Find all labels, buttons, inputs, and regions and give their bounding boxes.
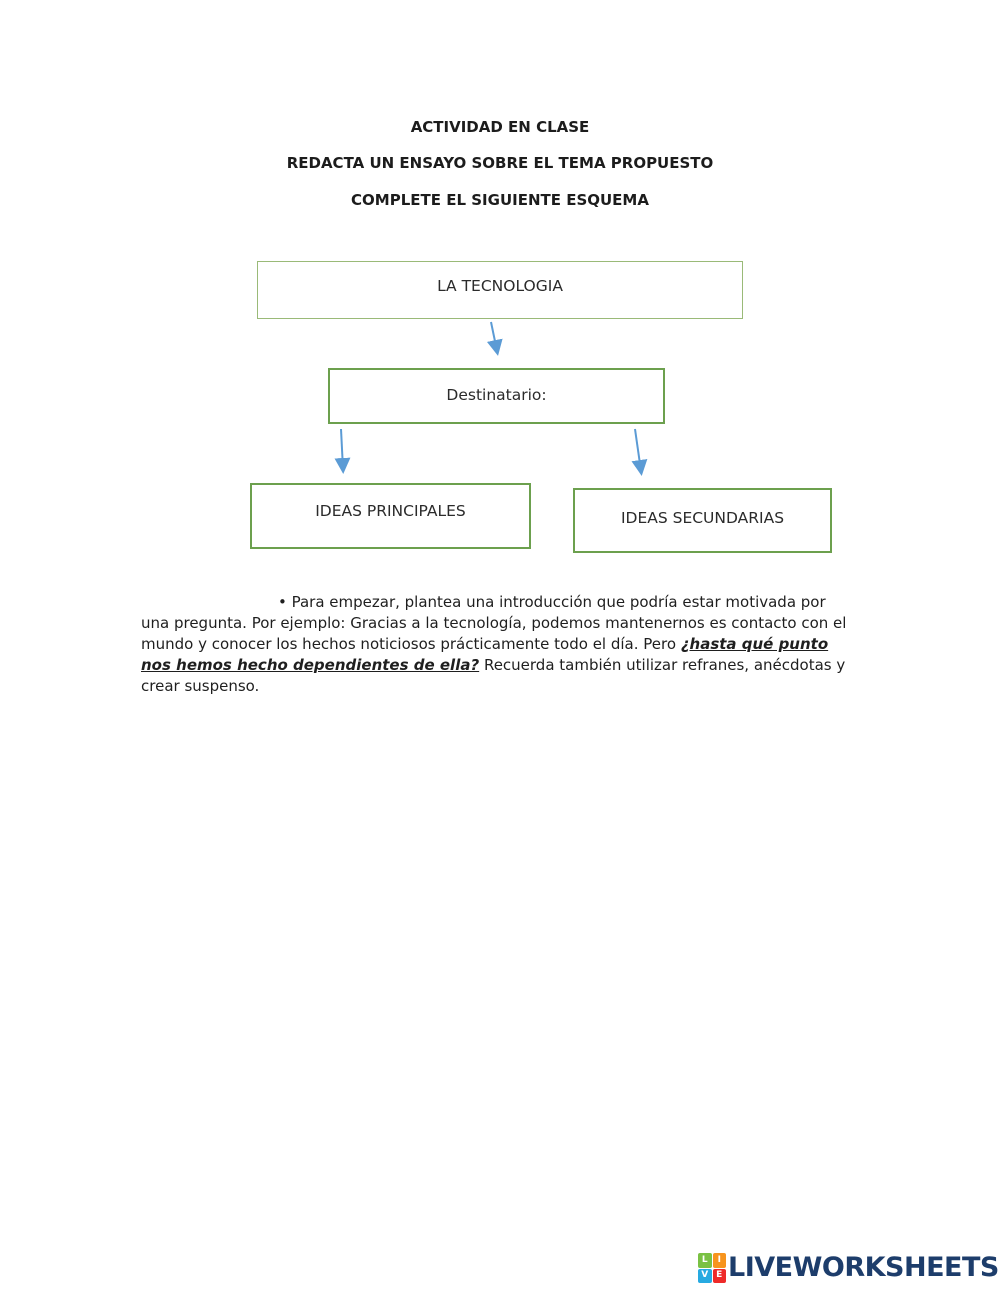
title-instruction: REDACTA UN ENSAYO SOBRE EL TEMA PROPUEST… <box>286 154 714 172</box>
liveworksheets-wordmark: LIVEWORKSHEETS <box>728 1252 999 1283</box>
arrow-destinatario-secundarias <box>631 428 648 476</box>
liveworksheets-logo[interactable]: L I V E LIVEWORKSHEETS <box>698 1253 999 1283</box>
box-ideas-principales-label: IDEAS PRINCIPALES <box>315 502 466 520</box>
box-ideas-secundarias-label: IDEAS SECUNDARIAS <box>620 509 785 527</box>
box-la-tecnologia: LA TECNOLOGIA <box>257 261 743 319</box>
logo-letter-l: L <box>698 1253 712 1268</box>
box-ideas-principales: IDEAS PRINCIPALES <box>250 483 531 549</box>
title-activity: ACTIVIDAD EN CLASE <box>410 118 590 136</box>
logo-letter-i: I <box>712 1253 726 1268</box>
box-ideas-secundarias: IDEAS SECUNDARIAS <box>573 488 832 553</box>
box-destinatario-label: Destinatario: <box>446 386 547 404</box>
liveworksheets-icon: L I V E <box>698 1253 726 1283</box>
intro-text-after: Recuerda también utilizar refranes, anéc… <box>141 656 846 695</box>
intro-text-emphasis: ¿hasta qué punto nos hemos hecho dependi… <box>141 635 829 674</box>
intro-text-before: • Para empezar, plantea una introducción… <box>141 593 847 653</box>
logo-letter-v: V <box>698 1268 712 1283</box>
box-la-tecnologia-label: LA TECNOLOGIA <box>437 277 563 295</box>
arrow-tecnologia-destinatario <box>486 321 503 356</box>
logo-letter-e: E <box>712 1268 726 1283</box>
box-destinatario: Destinatario: <box>328 368 665 424</box>
arrow-destinatario-principales <box>334 428 351 474</box>
scheme-diagram: LA TECNOLOGIA Destinatario: IDEAS PRINCI… <box>0 0 1000 600</box>
title-scheme: COMPLETE EL SIGUIENTE ESQUEMA <box>351 191 649 209</box>
intro-paragraph: • Para empezar, plantea una introducción… <box>141 592 857 697</box>
